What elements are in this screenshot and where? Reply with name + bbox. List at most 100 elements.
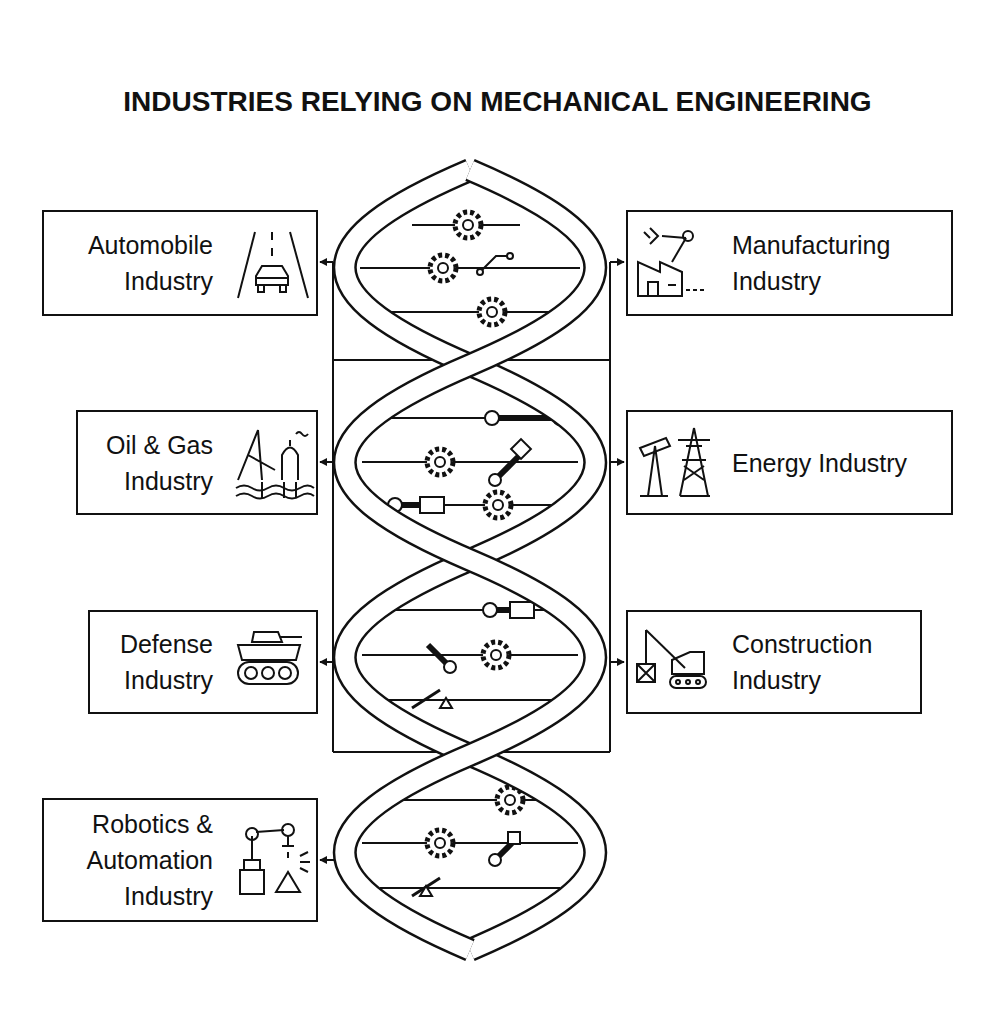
branch-lines (332, 262, 334, 752)
crane-icon (645, 630, 647, 664)
piston-icons (412, 690, 440, 708)
industry-label: Defense Industry (100, 626, 213, 698)
helix-rungs (380, 417, 560, 419)
tank-icon (238, 632, 302, 684)
gear-icons (435, 838, 445, 848)
branch-lines (333, 359, 610, 361)
crane-icon (637, 664, 655, 682)
energy-icon (640, 428, 710, 496)
car-icon (290, 232, 308, 298)
crane-icon (670, 676, 706, 688)
car-icon (271, 232, 273, 240)
piston-icons (388, 225, 567, 896)
industry-box: Defense Industry (88, 610, 318, 714)
piston-icons (511, 439, 531, 459)
oil-rig-icon (238, 430, 275, 480)
gear-icons (455, 212, 481, 238)
industry-label: Construction Industry (732, 626, 912, 698)
helix-strand (345, 170, 596, 950)
car-icon (238, 232, 255, 298)
crane-icon (696, 680, 700, 684)
piston-icons (477, 269, 483, 275)
robot-arm-icon (288, 852, 310, 872)
robot-arm-icon (244, 860, 260, 870)
helix-rungs (420, 224, 520, 226)
piston-icons (388, 498, 402, 512)
piston-icons (420, 497, 444, 513)
oil-rig-icon (296, 432, 308, 436)
industry-box: Energy Industry (626, 410, 953, 515)
tank-icon (262, 667, 274, 679)
piston-icons (480, 256, 510, 272)
piston-icons (440, 698, 452, 708)
gear-icons (505, 795, 515, 805)
robot-arm-icon (251, 836, 253, 860)
oil-rig-icon (236, 486, 314, 491)
robot-arm-icon (240, 824, 310, 894)
crane-icon (676, 680, 680, 684)
piston-icons (495, 455, 520, 480)
energy-icon (680, 428, 710, 496)
branch-lines (320, 262, 624, 860)
gear-icons (487, 307, 497, 317)
piston-icons (507, 253, 513, 259)
industry-label: Automobile Industry (54, 227, 213, 299)
piston-icons (412, 878, 440, 896)
industry-box: Manufacturing Industry (626, 210, 953, 316)
piston-icons (483, 603, 497, 617)
robot-arm-icon (256, 830, 284, 832)
helix-rungs (380, 609, 560, 611)
robot-arm-icon (282, 824, 294, 836)
factory-icon (648, 282, 658, 296)
tank-icon (238, 645, 300, 660)
car-icon (256, 277, 288, 279)
piston-icons (508, 832, 520, 844)
branch-lines (320, 661, 333, 663)
tank-icon (280, 636, 302, 638)
helix-rungs (380, 311, 560, 313)
gear-icons (485, 492, 511, 518)
gear-icons (491, 650, 501, 660)
gear-icons (479, 299, 505, 325)
helix-strand (345, 170, 596, 950)
car-icon (238, 232, 308, 298)
tank-icon (245, 667, 257, 679)
branch-lines (320, 859, 346, 861)
factory-icon (638, 262, 682, 296)
oil-rig-icon (236, 494, 314, 499)
car-icon (258, 285, 264, 292)
energy-icon (678, 439, 710, 441)
helix-rungs (380, 799, 560, 801)
car-icon (256, 266, 288, 285)
piston-icons (420, 886, 432, 896)
car-icon (271, 248, 273, 256)
helix-rungs (360, 225, 580, 888)
piston-icons (489, 474, 501, 486)
gear-icons (427, 212, 523, 856)
oil-rig-icon (289, 440, 291, 446)
gear-icons (427, 830, 453, 856)
helix-strand (345, 170, 596, 950)
branch-lines (610, 261, 624, 263)
piston-icons (490, 607, 510, 613)
helix-strand (345, 170, 596, 950)
factory-icon (683, 231, 693, 241)
gear-icons (438, 263, 448, 273)
factory-icon (668, 284, 676, 286)
helix-strand (345, 170, 596, 950)
robot-arm-icon (246, 828, 258, 840)
branch-lines (333, 751, 610, 753)
helix-rungs (380, 699, 560, 701)
branch-lines (610, 461, 624, 463)
energy-icon (640, 446, 668, 496)
robot-arm-icon (282, 836, 294, 846)
factory-icon (662, 236, 686, 238)
piston-icons (495, 843, 512, 860)
factory-icon (672, 238, 686, 262)
robot-arm-icon (276, 872, 300, 892)
branch-lines (609, 262, 611, 752)
diagram-title: INDUSTRIES RELYING ON MECHANICAL ENGINEE… (0, 82, 995, 122)
